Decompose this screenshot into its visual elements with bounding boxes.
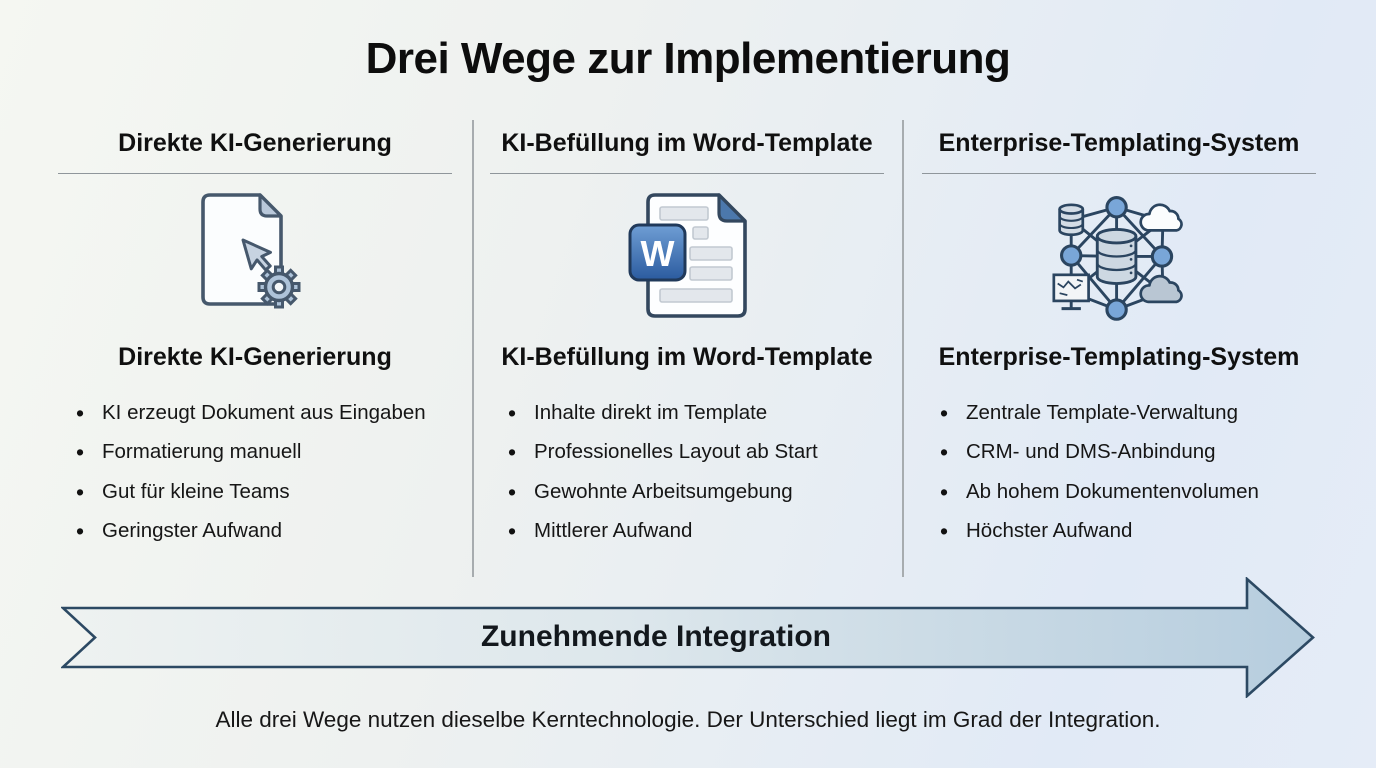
bullet-item: Ab hohem Dokumentenvolumen xyxy=(938,479,1316,506)
bullet-item: Professionelles Layout ab Start xyxy=(506,440,884,467)
integration-arrow-label: Zunehmende Integration xyxy=(480,620,831,653)
column-divider xyxy=(472,120,474,577)
bullet-list: KI erzeugt Dokument aus Eingaben Formati… xyxy=(58,400,452,545)
column-header-rule xyxy=(922,173,1316,175)
bullet-item: Mittlerer Aufwand xyxy=(506,518,884,545)
bullet-item: KI erzeugt Dokument aus Eingaben xyxy=(74,400,452,427)
bullet-item: Zentrale Template-Verwaltung xyxy=(938,400,1316,427)
bullet-list: Zentrale Template-Verwaltung CRM- und DM… xyxy=(922,400,1316,545)
bullet-item: Gut für kleine Teams xyxy=(74,479,452,506)
column-header-rule xyxy=(58,173,452,175)
footer-note: Alle drei Wege nutzen dieselbe Kerntechn… xyxy=(215,707,1161,732)
word-template-document-icon: W xyxy=(490,174,884,337)
word-badge-letter: W xyxy=(640,233,674,274)
bullet-item: CRM- und DMS-Anbindung xyxy=(938,440,1316,467)
column-direct-ai: Direkte KI-Generierung xyxy=(58,120,452,577)
bullet-item: Gewohnte Arbeitsumgebung xyxy=(506,479,884,506)
bullet-list: Inhalte direkt im Template Professionell… xyxy=(490,400,884,545)
page-title: Drei Wege zur Implementierung xyxy=(365,34,1011,83)
columns-container: Direkte KI-Generierung xyxy=(58,120,1316,577)
column-header: Enterprise-Templating-System xyxy=(938,129,1300,157)
bullet-item: Inhalte direkt im Template xyxy=(506,400,884,427)
column-word-template: KI-Befüllung im Word-Template xyxy=(490,120,884,577)
enterprise-network-icon xyxy=(922,174,1316,337)
column-header-rule xyxy=(490,173,884,175)
bullet-item: Geringster Aufwand xyxy=(74,518,452,545)
column-heading: KI-Befüllung im Word-Template xyxy=(501,343,873,372)
column-heading: Enterprise-Templating-System xyxy=(938,343,1300,372)
document-ai-cursor-gear-icon xyxy=(58,174,452,337)
column-heading: Direkte KI-Generierung xyxy=(118,343,392,372)
column-divider xyxy=(902,120,904,577)
bullet-item: Höchster Aufwand xyxy=(938,518,1316,545)
bullet-item: Formatierung manuell xyxy=(74,440,452,467)
column-header: KI-Befüllung im Word-Template xyxy=(501,129,873,157)
integration-arrow xyxy=(59,576,1317,699)
column-header: Direkte KI-Generierung xyxy=(118,129,392,157)
column-enterprise-system: Enterprise-Templating-System xyxy=(922,120,1316,577)
